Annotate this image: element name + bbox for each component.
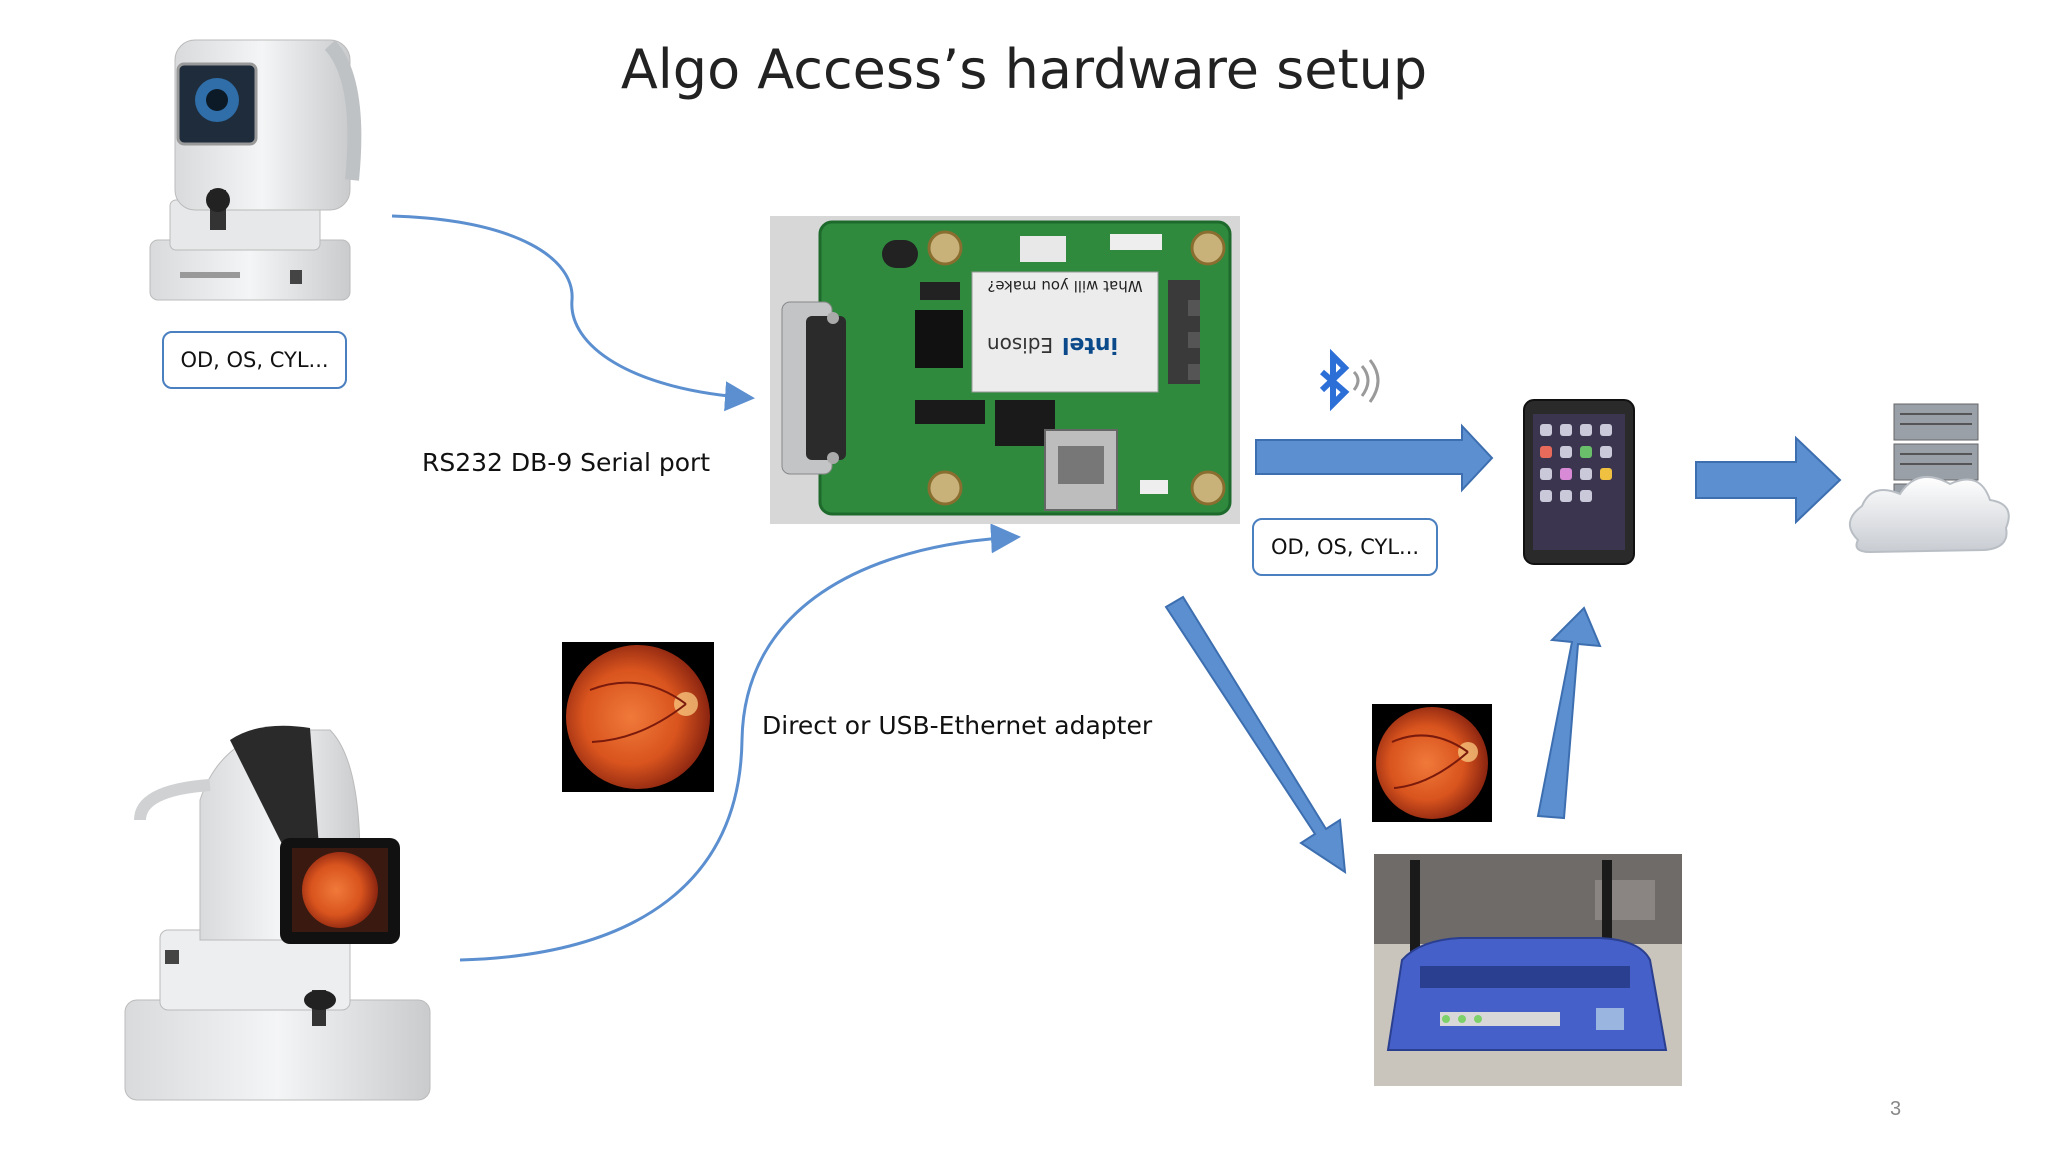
page-number: 3	[1890, 1098, 1902, 1120]
chip-slogan-text: What will you make?	[987, 277, 1142, 295]
ethernet-connection-curve	[459, 523, 1021, 962]
arrow-router-to-tablet	[1536, 606, 1602, 820]
chip-model-text: Edison	[987, 333, 1053, 357]
serial-port-label: RS232 DB-9 Serial port	[422, 448, 711, 477]
board-output-note: OD, OS, CYL...	[1252, 518, 1438, 576]
page-title: Algo Access’s hardware setup	[620, 38, 1428, 101]
fundus-image-right	[1372, 704, 1492, 822]
serial-connection-curve	[391, 214, 755, 412]
autorefractometer-image	[149, 39, 362, 301]
refractometer-output-note: OD, OS, CYL...	[162, 331, 347, 389]
cloud-server-icon	[1849, 403, 2010, 554]
arrow-board-to-router	[1164, 595, 1347, 874]
fundus-image-left	[562, 642, 714, 792]
linksys-router-image	[1374, 854, 1682, 1086]
bluetooth-icon	[1319, 348, 1380, 412]
arrow-board-to-tablet	[1255, 423, 1494, 493]
intel-edison-board-image: What will you make? intel Edison	[770, 216, 1240, 524]
fundus-camera-image	[124, 725, 431, 1101]
chip-brand-text: intel	[1062, 332, 1118, 357]
ethernet-adapter-label: Direct or USB-Ethernet adapter	[762, 711, 1153, 740]
tablet-image	[1523, 399, 1635, 565]
arrow-tablet-to-cloud	[1695, 435, 1842, 525]
